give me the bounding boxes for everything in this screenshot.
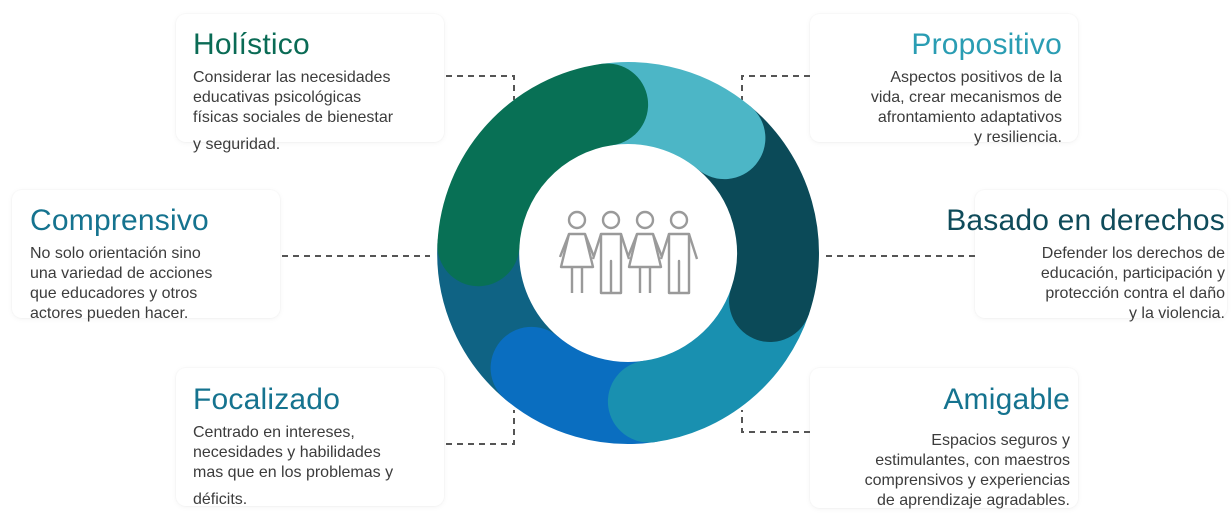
desc-line: necesidades y habilidades bbox=[193, 444, 381, 461]
desc-line: y resiliencia. bbox=[973, 129, 1062, 146]
block-propositivo: Propositivo Aspectos positivos de la vid… bbox=[810, 28, 1062, 148]
desc-line: Centrado en intereses, bbox=[193, 424, 355, 441]
desc-line: déficits. bbox=[193, 491, 248, 508]
desc-line: físicas sociales de bienestar bbox=[193, 109, 394, 126]
desc-line: protección contra el daño bbox=[1045, 285, 1225, 302]
desc-line: Aspectos positivos de la bbox=[890, 69, 1062, 86]
block-comprensivo: Comprensivo No solo orientación sino una… bbox=[30, 204, 280, 324]
desc-line: una variedad de acciones bbox=[30, 265, 213, 282]
desc-line: comprensivos y experiencias bbox=[864, 472, 1070, 489]
desc-line: estimulantes, con maestros bbox=[875, 452, 1070, 469]
block-amigable: Amigable Espacios seguros y estimulantes… bbox=[810, 383, 1070, 511]
title-basado: Basado en derechos bbox=[946, 204, 1225, 237]
desc-line: y la violencia. bbox=[1128, 305, 1225, 322]
group-of-people-icon bbox=[558, 210, 699, 295]
connector-focalizado bbox=[446, 410, 515, 445]
block-holistico: Holístico Considerar las necesidades edu… bbox=[193, 28, 443, 155]
desc-propositivo: Aspectos positivos de la vida, crear mec… bbox=[810, 68, 1062, 148]
desc-holistico: Considerar las necesidades educativas ps… bbox=[193, 68, 443, 155]
block-focalizado: Focalizado Centrado en intereses, necesi… bbox=[193, 383, 443, 510]
desc-line: mas que en los problemas y bbox=[193, 464, 394, 481]
desc-line: actores pueden hacer. bbox=[30, 305, 189, 322]
desc-comprensivo: No solo orientación sino una variedad de… bbox=[30, 244, 280, 324]
connector-propositivo bbox=[741, 75, 810, 100]
desc-line: vida, crear mecanismos de bbox=[870, 89, 1062, 106]
title-focalizado: Focalizado bbox=[193, 383, 341, 416]
desc-line: No solo orientación sino bbox=[30, 245, 201, 262]
desc-focalizado: Centrado en intereses, necesidades y hab… bbox=[193, 423, 443, 510]
desc-line: de aprendizaje agradables. bbox=[876, 492, 1070, 509]
block-basado: Basado en derechos Defender los derechos… bbox=[905, 204, 1225, 324]
connector-holistico bbox=[446, 75, 515, 100]
title-holistico: Holístico bbox=[193, 28, 310, 61]
desc-line: Espacios seguros y bbox=[931, 432, 1070, 449]
desc-line: Considerar las necesidades bbox=[193, 69, 391, 86]
segment-holistico bbox=[437, 63, 649, 287]
desc-basado: Defender los derechos de educación, part… bbox=[905, 244, 1225, 324]
desc-line: y seguridad. bbox=[193, 136, 281, 153]
title-comprensivo: Comprensivo bbox=[30, 204, 209, 237]
desc-line: educación, participación y bbox=[1040, 265, 1225, 282]
connector-amigable bbox=[741, 410, 810, 433]
desc-line: afrontamiento adaptativos bbox=[877, 109, 1062, 126]
desc-line: educativas psicológicas bbox=[193, 89, 362, 106]
desc-amigable: Espacios seguros y estimulantes, con mae… bbox=[810, 431, 1070, 511]
desc-line: Defender los derechos de bbox=[1041, 245, 1225, 262]
title-propositivo: Propositivo bbox=[911, 28, 1062, 61]
title-amigable: Amigable bbox=[943, 383, 1070, 416]
desc-line: que educadores y otros bbox=[30, 285, 198, 302]
